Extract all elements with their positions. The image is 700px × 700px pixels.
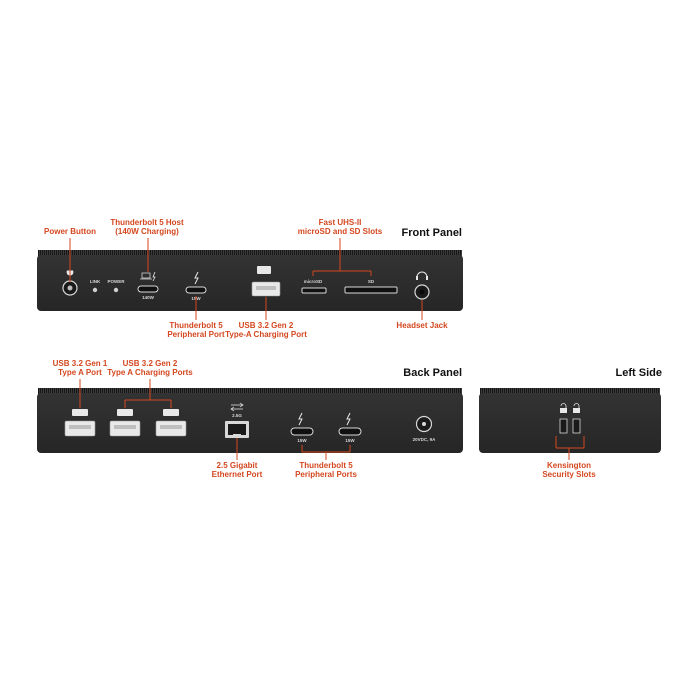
- tb5-back-leader: [301, 445, 351, 460]
- tb5-host-watt: 140W: [142, 295, 155, 300]
- back-dock-body: [37, 393, 463, 453]
- usb-gen2-annotation-line2: Type-A Charging Port: [225, 330, 307, 339]
- tb5-back-watt-2: 15W: [345, 438, 355, 443]
- thunderbolt-icon-back-2: [346, 412, 351, 426]
- power-led-label: POWER: [107, 279, 125, 284]
- tb5-peripheral-port-back-1[interactable]: [290, 427, 314, 436]
- left-dock-body: [479, 393, 661, 453]
- uhs-annotation-line1: Fast UHS-II: [319, 218, 362, 227]
- tb5-peripheral-annotation-line2: Peripheral Port: [167, 330, 225, 339]
- tb5-back-annotation-line1: Thunderbolt 5: [299, 461, 353, 470]
- uhs-leader: [312, 238, 372, 276]
- ethernet-annotation-line2: Ethernet Port: [212, 470, 263, 479]
- dc-rating-label: 20VDC, 9A: [413, 437, 437, 442]
- ss-logo-icon-gen1: [72, 409, 88, 416]
- tb5-back-watt-1: 15W: [297, 438, 307, 443]
- usb-gen2-annotation-line1: USB 3.2 Gen 2: [239, 321, 294, 330]
- sd-slot[interactable]: [344, 286, 398, 294]
- ethernet-port[interactable]: [225, 421, 249, 438]
- link-led-label: LINK: [90, 279, 101, 284]
- link-led: [92, 287, 98, 293]
- ethernet-annotation-line1: 2.5 Gigabit: [217, 461, 258, 470]
- power-button[interactable]: [62, 280, 78, 296]
- back-panel-dock: [37, 388, 463, 453]
- headset-annotation: Headset Jack: [396, 321, 448, 330]
- usb-gen2-back-annotation-line1: USB 3.2 Gen 2: [123, 359, 178, 368]
- ss10-logo-icon-1: [117, 409, 133, 416]
- left-side-dock: [479, 388, 661, 453]
- ethernet-speed-label: 2.5G: [232, 413, 242, 418]
- tb5-peripheral-port-front[interactable]: [185, 286, 207, 294]
- front-vent-top: [38, 250, 462, 258]
- usb-gen1-annotation-line2: Type A Port: [58, 368, 102, 377]
- microsd-label: microSD: [304, 279, 323, 284]
- usb-a-tongue: [256, 286, 276, 290]
- usb-gen2-back-annotation-line2: Type A Charging Ports: [107, 368, 193, 377]
- tb5-host-port[interactable]: [137, 285, 159, 293]
- front-panel-title: Front Panel: [401, 227, 462, 239]
- kensington-annotation-line1: Kensington: [547, 461, 591, 470]
- usb-a-tongue: [69, 425, 91, 429]
- tb5-back-annotation-line2: Peripheral Ports: [295, 470, 357, 479]
- uhs-annotation-line2: microSD and SD Slots: [298, 227, 383, 236]
- front-dock-body: [37, 255, 463, 311]
- tb5-peripheral-annotation-line1: Thunderbolt 5: [169, 321, 223, 330]
- tb5-host-annotation-line1: Thunderbolt 5 Host: [110, 218, 184, 227]
- microsd-slot[interactable]: [301, 287, 327, 294]
- kensington-slot-1[interactable]: [559, 418, 568, 434]
- network-arrows-icon: [230, 402, 244, 412]
- lock-icon-1: [560, 403, 567, 413]
- tb5-peripheral-port-back-2[interactable]: [338, 427, 362, 436]
- sd-label: SD: [368, 279, 375, 284]
- lock-icon-2: [573, 403, 580, 413]
- ss10-logo-icon-2: [163, 409, 179, 416]
- back-panel-title: Back Panel: [403, 367, 462, 379]
- kensington-annotation-line2: Security Slots: [542, 470, 596, 479]
- laptop-bolt-icon: [140, 271, 156, 282]
- power-led: [113, 287, 119, 293]
- kensington-slot-2[interactable]: [572, 418, 581, 434]
- power-button-annotation: Power Button: [44, 227, 96, 236]
- left-side-title: Left Side: [616, 367, 662, 379]
- thunderbolt-icon: [194, 271, 199, 285]
- dc-power-port[interactable]: [415, 415, 433, 433]
- usb-a-tongue: [114, 425, 136, 429]
- kensington-leader: [555, 436, 585, 460]
- back-vent-top: [38, 388, 462, 396]
- headset-icon: [416, 271, 428, 280]
- thunderbolt-icon-back-1: [298, 412, 303, 426]
- front-panel-dock: [37, 250, 463, 311]
- left-vent-top: [480, 388, 660, 396]
- usb-a-tongue: [160, 425, 182, 429]
- tb5-host-annotation-line2: (140W Charging): [115, 227, 179, 236]
- usb-gen1-annotation-line1: USB 3.2 Gen 1: [53, 359, 108, 368]
- headset-jack[interactable]: [414, 284, 430, 300]
- ss-logo-icon: [257, 266, 271, 274]
- usb-gen2-back-leader: [124, 379, 172, 408]
